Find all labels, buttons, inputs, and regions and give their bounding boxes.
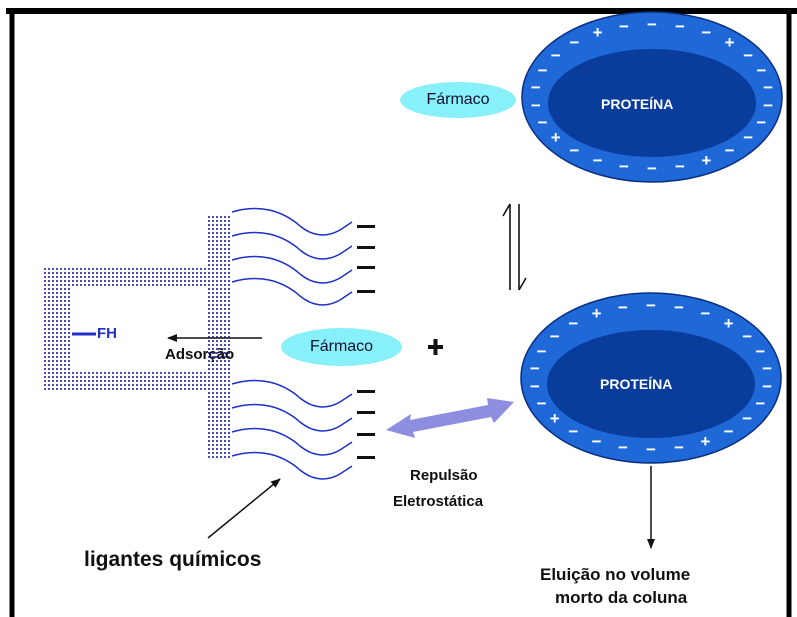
ligand-chain	[231, 403, 353, 432]
negative-charge: −	[647, 159, 657, 178]
stationary-support	[44, 214, 232, 458]
positive-charge: +	[700, 431, 711, 451]
positive-charge: +	[550, 127, 561, 147]
negative-charge: −	[568, 421, 579, 441]
negative-charge: −	[756, 61, 767, 81]
ligand-negative-charge	[357, 411, 375, 414]
repulsion-label-line2: Eletrostática	[393, 493, 484, 510]
bound-drug: Fármaco	[400, 82, 516, 118]
negative-charge: −	[742, 327, 753, 347]
ligand-negative-charge	[357, 290, 375, 293]
negative-charge: −	[537, 61, 548, 81]
ligand-negative-charge	[357, 225, 375, 228]
top-protein-label: PROTEÍNA	[601, 96, 674, 112]
top-protein-inner	[548, 49, 756, 157]
negative-charge: −	[618, 298, 628, 318]
fh-label: FH	[97, 325, 117, 342]
negative-charge: −	[742, 408, 753, 428]
negative-charge: −	[673, 298, 684, 318]
negative-charge: −	[647, 15, 657, 34]
negative-charge: −	[536, 342, 547, 362]
negative-charge: −	[549, 327, 560, 347]
elution-label-line2: morto da coluna	[555, 588, 688, 607]
ligand-chain	[231, 231, 353, 260]
negative-charge: −	[755, 393, 766, 413]
negative-charge: −	[646, 440, 656, 459]
bottom-protein-inner	[547, 330, 755, 438]
positive-charge: +	[723, 314, 734, 334]
negative-charge: −	[743, 46, 754, 66]
negative-charge: −	[618, 437, 628, 457]
negative-charge: −	[568, 314, 579, 334]
ligand-negative-charge	[357, 390, 375, 393]
negative-charge: −	[763, 78, 774, 98]
negative-charge: −	[537, 112, 548, 132]
ligand-chain	[231, 451, 353, 480]
positive-charge: +	[549, 408, 560, 428]
negative-charge: −	[762, 376, 773, 396]
bottom-protein-label: PROTEÍNA	[600, 376, 673, 392]
positive-charge: +	[701, 150, 712, 170]
negative-charge: −	[592, 150, 603, 170]
ligand-negative-charge	[357, 433, 375, 436]
equilibrium-arrows-icon	[502, 203, 527, 291]
positive-charge: +	[724, 33, 735, 53]
negative-charge: −	[700, 304, 711, 324]
ligand-chain	[231, 207, 353, 236]
negative-charge: −	[529, 376, 540, 396]
negative-charge: −	[673, 437, 684, 457]
negative-charge: −	[619, 156, 629, 176]
ligand-chain	[231, 277, 353, 306]
ligand-chain	[231, 255, 353, 284]
ligand-chain	[231, 427, 353, 456]
negative-charge: −	[701, 23, 712, 43]
negative-charge: −	[569, 33, 580, 53]
ligand-chain	[231, 379, 353, 408]
ligand-negative-charge	[357, 456, 375, 459]
negative-charge: −	[723, 421, 734, 441]
ligand-negative-charge	[357, 266, 375, 269]
negative-charge: −	[763, 95, 774, 115]
elution-label-line1: Eluição no volume	[540, 565, 691, 584]
ligands-label: ligantes químicos	[84, 548, 262, 571]
adsorption-label: Adsorção	[165, 346, 235, 363]
negative-charge: −	[530, 78, 541, 98]
free-drug: Fármaco	[281, 328, 402, 366]
negative-charge: −	[569, 140, 580, 160]
negative-charge: −	[674, 156, 685, 176]
negative-charge: −	[743, 127, 754, 147]
negative-charge: −	[529, 359, 540, 379]
negative-charge: −	[646, 296, 656, 315]
positive-charge: +	[591, 304, 602, 324]
ligand-chains	[231, 207, 353, 480]
negative-charge: −	[755, 342, 766, 362]
negative-charge: −	[674, 17, 685, 37]
negative-charge: −	[550, 46, 561, 66]
repulsion-label-line1: Repulsão	[410, 467, 478, 484]
negative-charge: −	[530, 95, 541, 115]
negative-charge: −	[536, 393, 547, 413]
ligand-negative-charge	[357, 246, 375, 249]
negative-charge: −	[619, 17, 629, 37]
repulsion-arrow	[386, 398, 514, 438]
negative-charge: −	[756, 112, 767, 132]
negative-charge: −	[762, 359, 773, 379]
negative-charge: −	[724, 140, 735, 160]
negative-charge: −	[591, 431, 602, 451]
ligands-pointer-arrow	[207, 478, 281, 539]
positive-charge: +	[592, 23, 603, 43]
